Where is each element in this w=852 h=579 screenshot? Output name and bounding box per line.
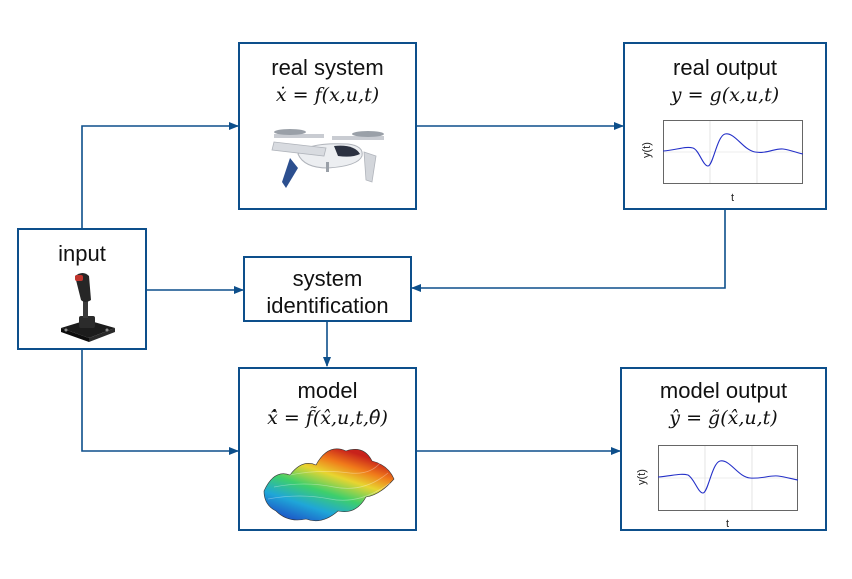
real-output-signal-plot — [663, 120, 803, 184]
real-system-title: real system — [271, 55, 384, 80]
real-output-y-label: y(t) — [640, 142, 653, 158]
model-equation: x̂̇ = f̃(x̂,u,t,θ̂) — [267, 407, 388, 429]
sysid-line-1: system — [292, 266, 363, 291]
arrow-real-output-to-sysid — [411, 210, 726, 292]
real-output-title: real output — [673, 55, 777, 80]
real-system-box: real system ẋ = f(x,u,t) — [238, 42, 417, 210]
aircraft-icon — [271, 129, 384, 188]
model-output-signal-line — [658, 460, 798, 494]
model-output-equation: ŷ = g̃(x̂,u,t) — [669, 407, 778, 429]
arrow-input-to-model — [81, 350, 239, 455]
joystick-icon — [61, 273, 115, 342]
model-output-box: model output ŷ = g̃(x̂,u,t) y(t) t — [620, 367, 827, 531]
arrow-input-to-real-system — [81, 122, 239, 228]
real-output-equation: y = g(x,u,t) — [670, 84, 780, 106]
real-output-x-label: t — [731, 192, 735, 204]
real-output-signal-line — [663, 133, 803, 167]
model-title: model — [297, 378, 358, 403]
input-box: input — [17, 228, 147, 350]
real-system-equation: ẋ = f(x,u,t) — [275, 84, 380, 106]
system-identification-box: system identification — [243, 256, 412, 322]
model-output-signal-plot — [658, 445, 798, 511]
sysid-line-2: identification — [266, 293, 389, 318]
model-box: model x̂̇ = f̃(x̂,u,t,θ̂) — [238, 367, 417, 531]
model-output-y-label: y(t) — [635, 469, 648, 485]
real-output-box: real output y = g(x,u,t) y(t) t — [623, 42, 827, 210]
input-title: input — [58, 241, 106, 266]
model-output-x-label: t — [726, 518, 730, 530]
surface-plot-icon — [263, 448, 395, 522]
model-output-title: model output — [659, 378, 788, 403]
